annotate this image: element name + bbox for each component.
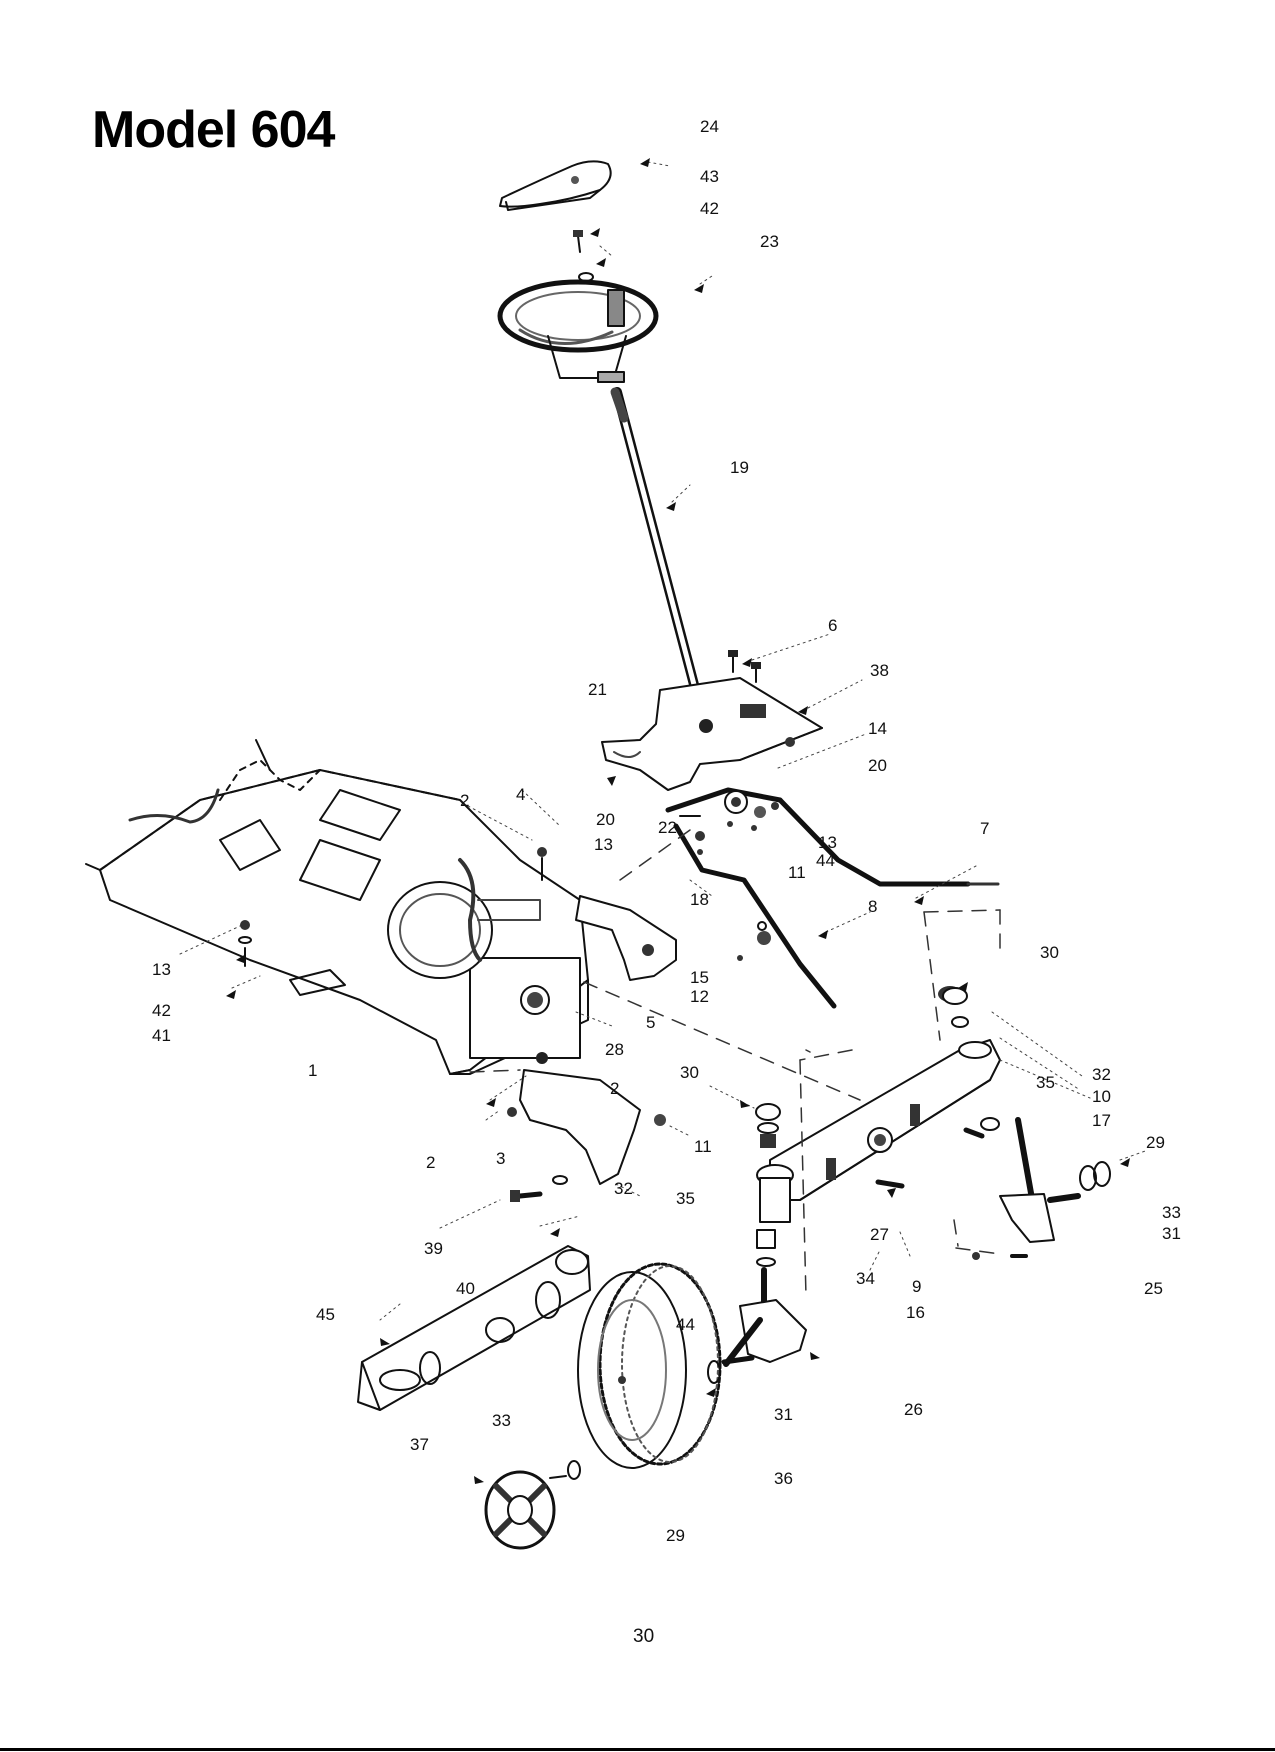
callout-label: 40 bbox=[456, 1280, 475, 1297]
front-mount-bracket bbox=[507, 1052, 666, 1202]
callout-label: 6 bbox=[828, 617, 837, 634]
callout-label: 12 bbox=[690, 988, 709, 1005]
callout-label: 43 bbox=[700, 168, 719, 185]
callout-label: 45 bbox=[316, 1306, 335, 1323]
front-bumper bbox=[358, 1246, 590, 1410]
callout-label: 9 bbox=[912, 1278, 921, 1295]
callout-label: 15 bbox=[690, 969, 709, 986]
callout-label: 34 bbox=[856, 1270, 875, 1287]
callout-label: 37 bbox=[410, 1436, 429, 1453]
right-spindle bbox=[938, 986, 1110, 1260]
callout-label: 35 bbox=[676, 1190, 695, 1207]
callout-label: 5 bbox=[646, 1014, 655, 1031]
callout-label: 35 bbox=[1036, 1074, 1055, 1091]
callout-label: 33 bbox=[1162, 1204, 1181, 1221]
callout-label: 21 bbox=[588, 681, 607, 698]
callout-label: 24 bbox=[700, 118, 719, 135]
callout-label: 27 bbox=[870, 1226, 889, 1243]
callout-label: 2 bbox=[460, 792, 469, 809]
callout-label: 8 bbox=[868, 898, 877, 915]
callout-label: 33 bbox=[492, 1412, 511, 1429]
hub-cap bbox=[486, 1472, 554, 1548]
callout-label: 29 bbox=[1146, 1134, 1165, 1151]
callout-label: 31 bbox=[774, 1406, 793, 1423]
callout-label: 25 bbox=[1144, 1280, 1163, 1297]
callout-label: 13 bbox=[594, 836, 613, 853]
callout-label: 23 bbox=[760, 233, 779, 250]
callout-label: 26 bbox=[904, 1401, 923, 1418]
page-number: 30 bbox=[633, 1626, 654, 1648]
callout-label: 31 bbox=[1162, 1225, 1181, 1242]
callout-label: 2 bbox=[426, 1154, 435, 1171]
callout-label: 17 bbox=[1092, 1112, 1111, 1129]
callout-label: 1 bbox=[308, 1062, 317, 1079]
callout-label: 3 bbox=[496, 1150, 505, 1167]
callout-label: 13 bbox=[818, 834, 837, 851]
wheel-bolt-and-washer bbox=[573, 230, 593, 281]
steering-support-plate bbox=[602, 678, 822, 790]
left-spindle bbox=[726, 1230, 806, 1364]
callout-label: 14 bbox=[868, 720, 887, 737]
callout-label: 32 bbox=[614, 1180, 633, 1197]
callout-label: 11 bbox=[694, 1138, 712, 1155]
callout-label: 7 bbox=[980, 820, 989, 837]
callout-label: 30 bbox=[680, 1064, 699, 1081]
callout-label: 10 bbox=[1092, 1088, 1111, 1105]
callout-label: 42 bbox=[152, 1002, 171, 1019]
callout-label: 22 bbox=[658, 819, 677, 836]
front-axle bbox=[757, 1040, 1000, 1222]
callout-label: 29 bbox=[666, 1527, 685, 1544]
steering-shaft bbox=[615, 392, 702, 715]
callout-label: 18 bbox=[690, 891, 709, 908]
callout-label: 42 bbox=[700, 200, 719, 217]
callout-label: 30 bbox=[1040, 944, 1059, 961]
callout-label: 13 bbox=[152, 961, 171, 978]
pivot-bar bbox=[668, 790, 780, 831]
steering-wheel-cap bbox=[500, 161, 611, 210]
callout-label: 38 bbox=[870, 662, 889, 679]
callout-label: 4 bbox=[516, 786, 525, 803]
callout-label: 16 bbox=[906, 1304, 925, 1321]
bottom-rule bbox=[0, 1748, 1275, 1751]
callout-label: 44 bbox=[816, 852, 835, 869]
plate-bolts bbox=[728, 650, 761, 682]
callout-label: 36 bbox=[774, 1470, 793, 1487]
steering-wheel bbox=[500, 282, 656, 382]
callout-label: 41 bbox=[152, 1027, 171, 1044]
callout-label: 44 bbox=[676, 1316, 695, 1333]
callout-label: 28 bbox=[605, 1041, 624, 1058]
callout-label: 2 bbox=[610, 1080, 619, 1097]
callout-label: 39 bbox=[424, 1240, 443, 1257]
callout-label: 20 bbox=[596, 811, 615, 828]
callout-label: 11 bbox=[788, 864, 806, 881]
axle-pivot-bolt bbox=[878, 1182, 902, 1186]
chassis-frame bbox=[86, 740, 588, 1074]
callout-label: 20 bbox=[868, 757, 887, 774]
callout-label: 19 bbox=[730, 459, 749, 476]
callout-label: 32 bbox=[1092, 1066, 1111, 1083]
